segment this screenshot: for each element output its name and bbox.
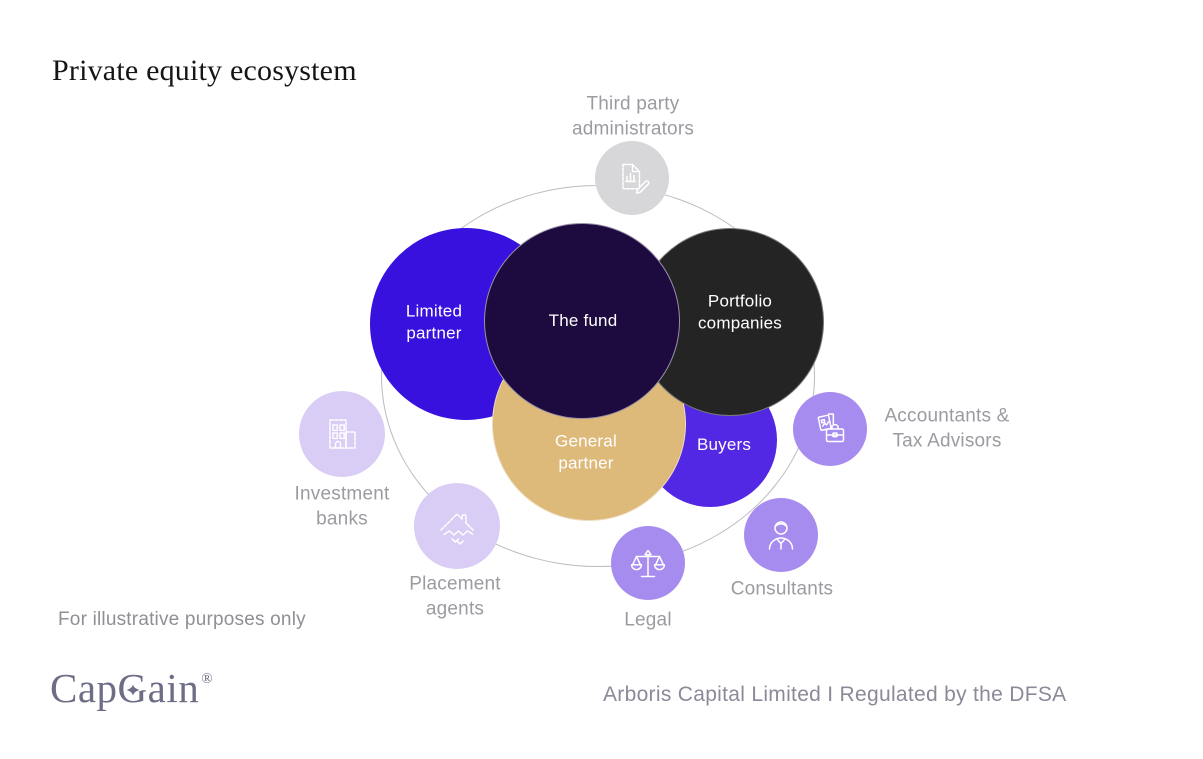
bank-building-icon xyxy=(329,419,356,449)
general-partner-label: General partner xyxy=(555,431,617,473)
limited-partner-label: Limited partner xyxy=(405,301,463,343)
accountants-tax-advisors-label: Accountants & Tax Advisors xyxy=(884,405,1010,452)
consultants-label: Consultants xyxy=(730,578,834,600)
the-fund-circle xyxy=(484,223,680,419)
document-pencil-icon xyxy=(622,163,650,194)
disclaimer-text: For illustrative purposes only xyxy=(58,609,306,630)
investment-banks-circle xyxy=(299,391,385,477)
briefcase-documents-icon xyxy=(817,413,845,443)
logo-part-ain: ain xyxy=(147,665,200,711)
compass-star-icon xyxy=(124,681,142,699)
buyers-label: Buyers xyxy=(696,434,752,454)
capgain-logo: CapGain® xyxy=(50,664,213,712)
legal-circle xyxy=(611,526,685,600)
page-title: Private equity ecosystem xyxy=(52,54,357,87)
scales-of-justice-icon xyxy=(630,549,666,578)
registered-mark: ® xyxy=(201,671,214,688)
legal-label: Legal xyxy=(624,609,672,631)
person-icon xyxy=(768,521,794,550)
house-handshake-icon xyxy=(440,513,474,545)
placement-agents-label: Placement agents xyxy=(409,573,501,620)
third-party-administrators-circle xyxy=(595,141,669,215)
consultants-circle xyxy=(744,498,818,572)
investment-banks-label: Investment banks xyxy=(294,483,390,530)
regulatory-footer-text: Arboris Capital Limited I Regulated by t… xyxy=(603,683,1067,706)
the-fund-label: The fund xyxy=(548,310,618,330)
accountants-tax-advisors-circle xyxy=(793,392,867,466)
portfolio-companies-label: Portfolio companies xyxy=(697,291,782,333)
logo-part-cap: Cap xyxy=(50,665,118,711)
placement-agents-circle xyxy=(414,483,500,569)
third-party-administrators-label: Third party administrators xyxy=(571,93,695,140)
